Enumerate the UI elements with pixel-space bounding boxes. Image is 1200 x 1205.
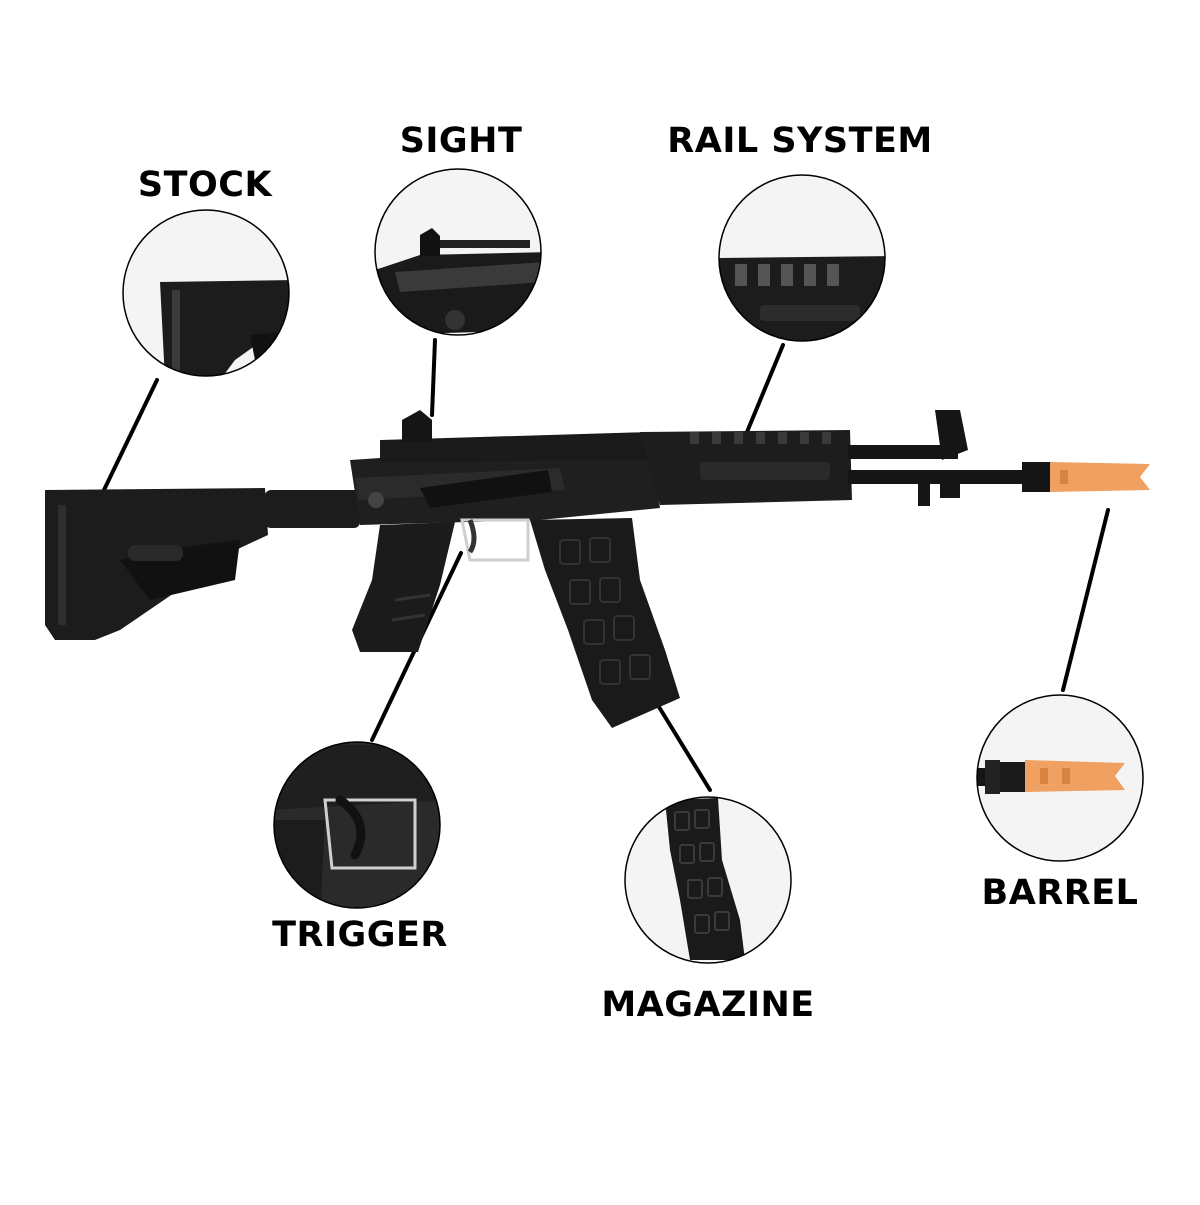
stock-label: STOCK xyxy=(137,165,273,205)
magazine-leader-line xyxy=(657,705,712,792)
barrel-detail-icon xyxy=(976,694,1144,862)
sight-detail-icon xyxy=(374,168,542,336)
rail-system-label: RAIL SYSTEM xyxy=(667,121,933,161)
sight-label: SIGHT xyxy=(399,121,523,161)
magazine-detail-icon xyxy=(624,796,792,964)
barrel-label: BARREL xyxy=(981,873,1139,913)
trigger-label: TRIGGER xyxy=(272,915,448,955)
rail-detail-icon xyxy=(718,174,886,342)
leader-lines xyxy=(101,338,1110,792)
rifle-illustration xyxy=(45,410,1150,728)
sight-leader-line xyxy=(430,338,437,417)
stock-leader-line xyxy=(101,378,159,494)
barrel-leader-line xyxy=(1061,508,1110,692)
trigger-detail-icon xyxy=(273,741,441,909)
stock-detail-icon xyxy=(122,209,290,377)
rail-leader-line xyxy=(745,343,785,434)
magazine-label: MAGAZINE xyxy=(601,985,815,1025)
